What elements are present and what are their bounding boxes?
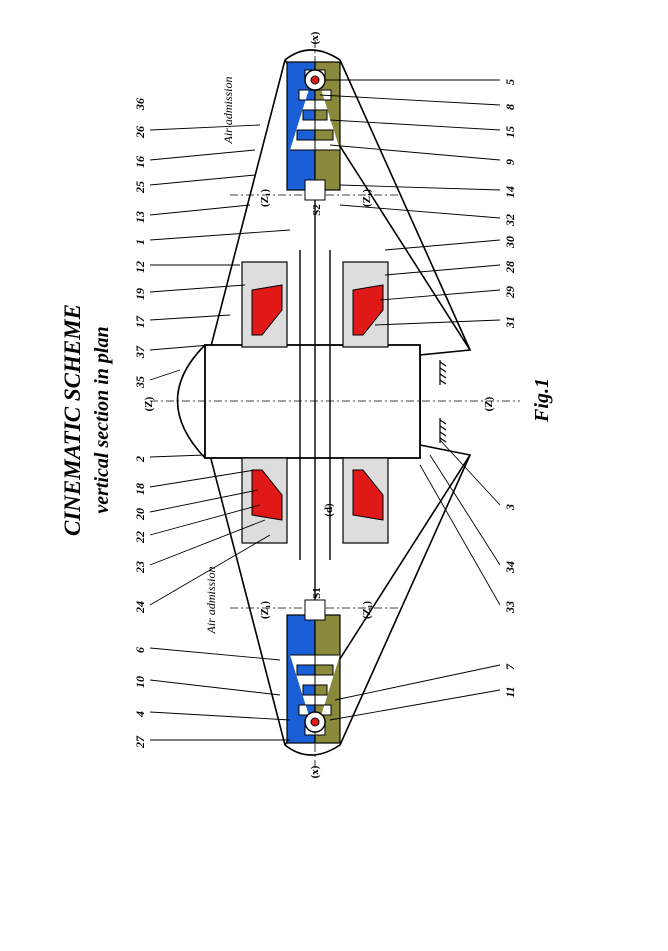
air-admission-label-left: Air admission (204, 566, 218, 634)
part-label: 19 (133, 288, 147, 300)
part-label: 5 (503, 79, 517, 85)
upper-left-housing (241, 261, 288, 348)
part-label: 31 (503, 316, 517, 329)
part-label: 11 (503, 686, 517, 697)
ground-symbols (439, 360, 447, 443)
part-label: 14 (503, 186, 517, 198)
axis-label-z-bottom: (Z) (483, 396, 495, 411)
right-part-numbers: 11 7 33 34 3 31 29 28 30 32 14 9 15 8 5 (503, 79, 517, 698)
part-label: 24 (133, 601, 147, 614)
axis-label-s2: S2 (311, 204, 323, 216)
part-label: 3 (503, 504, 517, 511)
part-label: 4 (133, 711, 147, 718)
upper-gear-assembly (286, 61, 341, 201)
part-label: 2 (133, 456, 147, 463)
leader-lines-right (319, 79, 501, 721)
part-label: 8 (503, 104, 517, 110)
axis-label-z1-c: (Z₁) (259, 601, 271, 619)
part-label: 15 (503, 126, 517, 138)
part-label: 35 (133, 376, 147, 389)
part-label: 32 (503, 214, 517, 227)
part-label: 7 (503, 663, 517, 670)
part-label: 27 (133, 735, 147, 749)
part-label: 17 (133, 315, 147, 328)
axis-label-d: (d) (323, 503, 335, 517)
left-part-numbers: 27 4 10 6 24 23 22 20 18 2 35 37 17 19 1… (133, 98, 147, 749)
dome-cap (176, 344, 206, 459)
axis-label-z1-b: (Z₁) (361, 189, 373, 207)
part-label: 37 (133, 345, 147, 359)
part-label: 36 (133, 98, 147, 111)
part-label: 16 (133, 156, 147, 168)
lower-right-housing (342, 457, 389, 544)
part-label: 26 (133, 126, 147, 139)
central-hub (204, 344, 421, 459)
axis-label-x-right: (x) (309, 31, 321, 44)
leader-lines-left (149, 124, 291, 741)
part-label: 13 (133, 211, 147, 223)
part-label: 1 (133, 239, 147, 245)
part-label: 30 (503, 236, 517, 249)
part-label: 18 (133, 483, 147, 495)
axis-label-group: (x) (x) (Z) (Z) (Z₁) (Z₁) (Z₁) (Z₁) (d) … (143, 31, 495, 778)
part-label: 6 (133, 647, 147, 653)
lower-left-housing (241, 457, 288, 544)
part-label: 33 (503, 601, 517, 614)
axis-label-z1-d: (Z₁) (361, 601, 373, 619)
part-label: 34 (503, 561, 517, 574)
part-label: 28 (503, 261, 517, 274)
upper-right-housing (342, 261, 389, 348)
lower-gear-assembly (286, 599, 341, 744)
part-label: 29 (503, 286, 517, 299)
part-label: 23 (133, 561, 147, 574)
axis-label-x-left: (x) (309, 765, 321, 778)
air-admission-label-right: Air admission (221, 76, 235, 144)
diagram-subtitle: vertical section in plan (91, 326, 113, 513)
axis-label-z1-a: (Z₁) (259, 189, 271, 207)
part-label: 22 (133, 531, 147, 544)
part-label: 10 (133, 676, 147, 688)
figure-label: Fig.1 (531, 378, 553, 423)
diagram-title: CINEMATIC SCHEME (60, 304, 85, 536)
part-label: 25 (133, 181, 147, 194)
part-label: 9 (503, 159, 517, 165)
part-label: 20 (133, 508, 147, 521)
axis-label-z-top: (Z) (143, 396, 155, 411)
axis-label-s1: S1 (311, 587, 323, 599)
part-label: 12 (133, 261, 147, 273)
